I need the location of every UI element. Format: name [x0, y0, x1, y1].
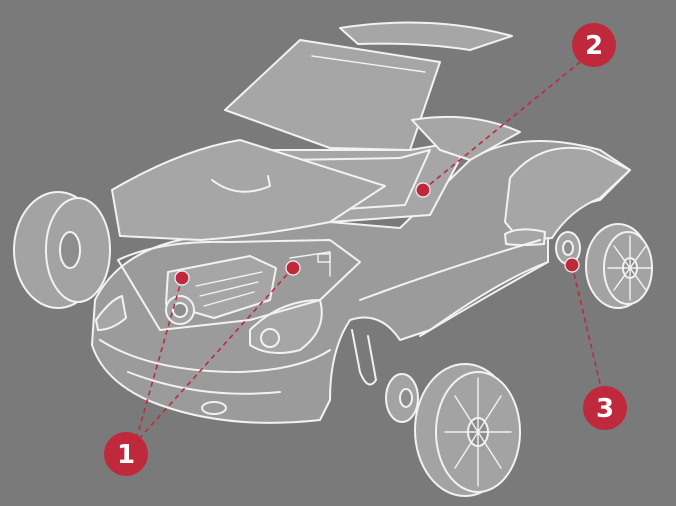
anchor-dot-3: [564, 257, 580, 273]
callout-label-1: 1: [117, 440, 135, 470]
callout-badge-3: 3: [583, 386, 627, 430]
engine: [165, 251, 331, 325]
callout-label-2: 2: [585, 31, 603, 61]
rear-brake: [555, 231, 581, 265]
roof-panel-top: [339, 21, 513, 51]
callout-dots: [174, 182, 580, 286]
wheel-front-left: [13, 191, 111, 309]
leader-2: [422, 57, 586, 191]
leader-3: [571, 264, 603, 393]
lower-grille: [127, 371, 281, 395]
roof-inner: [311, 55, 426, 73]
callout-label-3: 3: [596, 394, 614, 424]
headlight-left: [95, 295, 127, 331]
headlight-right: [249, 299, 323, 355]
front-bumper: [99, 339, 331, 373]
headlight-lens: [260, 328, 280, 348]
side-crease: [359, 239, 541, 301]
callout-badge-2: 2: [572, 23, 616, 67]
anchor-dot-1b: [285, 260, 301, 276]
wheel-front-right: [414, 363, 521, 497]
suspension-strut: [351, 329, 377, 386]
engine-bay: [117, 239, 361, 331]
hood-crease: [211, 175, 271, 193]
door: [504, 146, 631, 241]
door-mirror: [504, 228, 546, 246]
leader-1a: [135, 277, 183, 441]
leader-1b: [137, 267, 294, 441]
wheel-rear-right: [585, 223, 653, 309]
anchor-dot-2: [415, 182, 431, 198]
side-sill: [419, 261, 549, 337]
callout-badge-1: 1: [104, 432, 148, 476]
callout-leaders: [135, 57, 603, 441]
brake-disc: [385, 373, 419, 423]
anchor-dot-1a: [174, 270, 190, 286]
hood: [111, 139, 386, 241]
rear-window: [411, 115, 521, 161]
roof-panel: [224, 39, 441, 151]
fog-light: [201, 401, 227, 415]
